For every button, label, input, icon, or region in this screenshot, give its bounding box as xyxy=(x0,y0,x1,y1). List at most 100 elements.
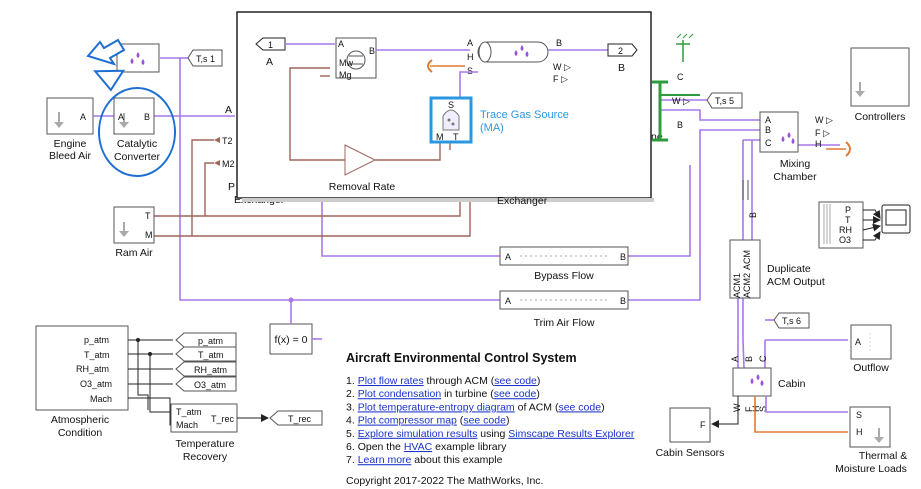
goto-t-rec[interactable]: T_rec xyxy=(269,410,323,426)
scope-icon[interactable] xyxy=(881,204,911,234)
info-link[interactable]: Learn more xyxy=(358,454,412,466)
cabin-sensors-block[interactable]: F Cabin Sensors xyxy=(656,407,725,459)
goto-rh-atm[interactable]: RH_atm xyxy=(175,361,237,377)
svg-text:W ▷: W ▷ xyxy=(553,62,571,72)
svg-text:C: C xyxy=(765,138,772,148)
trace-gas-source-block[interactable]: S M T Trace Gas Source (MA) xyxy=(429,96,569,144)
info-text: ) xyxy=(601,401,605,413)
svg-text:ACM Output: ACM Output xyxy=(767,276,825,288)
info-text: through ACM ( xyxy=(424,375,495,387)
info-text: ) xyxy=(536,388,540,400)
svg-text:2: 2 xyxy=(618,46,623,56)
svg-text:1: 1 xyxy=(268,40,273,50)
info-link[interactable]: see code xyxy=(494,388,537,400)
removal-rate-gain[interactable]: Removal Rate xyxy=(329,144,396,193)
solver-configuration-block[interactable]: f(x) = 0 xyxy=(269,323,313,355)
info-list-item: 6. Open the HVAC example library xyxy=(346,441,507,453)
svg-text:A: A xyxy=(266,56,273,68)
svg-text:Removal Rate: Removal Rate xyxy=(329,181,396,193)
info-list: 1. Plot flow rates through ACM (see code… xyxy=(346,375,635,466)
ram-air-block[interactable]: T M Ram Air xyxy=(113,206,155,259)
info-list-item: 3. Plot temperature-entropy diagram of A… xyxy=(346,401,605,413)
goto-t-atm[interactable]: T_atm xyxy=(175,346,237,362)
svg-text:S: S xyxy=(758,406,768,412)
svg-text:H: H xyxy=(856,427,863,437)
duplicate-acm-output-block[interactable]: ACM ACM1 ACM2 Duplicate ACM Output xyxy=(729,239,825,299)
subsystem-popup: 1 A A B Mw Mg Removal Rate A xyxy=(236,11,654,202)
info-list-item: 7. Learn more about this example xyxy=(346,454,503,466)
info-text: using xyxy=(477,428,508,440)
svg-text:Outflow: Outflow xyxy=(853,362,889,374)
info-panel: Aircraft Environmental Control System 1.… xyxy=(346,351,635,487)
info-item-number: 3. xyxy=(346,401,358,413)
sensor-bus-block[interactable]: P T RH O3 xyxy=(818,201,864,249)
goto-p-atm[interactable]: p_atm xyxy=(175,332,237,348)
svg-text:B: B xyxy=(144,112,150,122)
engine-bleed-air-block[interactable]: A Engine Bleed Air xyxy=(46,97,94,162)
svg-text:Mach: Mach xyxy=(176,420,198,430)
atmospheric-condition-block[interactable]: p_atm T_atm RH_atm O3_atm Mach Atmospher… xyxy=(35,325,129,439)
info-link[interactable]: Simscape Results Explorer xyxy=(508,428,635,440)
svg-text:M: M xyxy=(436,132,444,142)
exchanger-right-label: Exchanger xyxy=(497,195,548,207)
info-link[interactable]: Plot condensation xyxy=(358,388,442,400)
svg-text:A: A xyxy=(505,296,511,306)
outport-2[interactable]: 2 B xyxy=(607,43,638,74)
svg-text:M: M xyxy=(145,230,153,240)
svg-text:RH_atm: RH_atm xyxy=(76,364,109,374)
svg-text:W: W xyxy=(732,403,742,412)
engine-bleed-air-label-1: Engine xyxy=(54,138,87,150)
svg-text:S: S xyxy=(856,410,862,420)
cabin-block[interactable]: A B C W F H S Cabin xyxy=(730,355,806,412)
svg-text:B: B xyxy=(677,120,683,130)
svg-text:Cabin: Cabin xyxy=(778,378,806,390)
info-link[interactable]: Plot flow rates xyxy=(358,375,424,387)
outflow-block[interactable]: A Outflow xyxy=(850,324,892,374)
svg-text:B: B xyxy=(620,296,626,306)
bypass-flow-block[interactable]: A B Bypass Flow xyxy=(499,246,629,282)
svg-text:Controllers: Controllers xyxy=(855,111,906,123)
svg-text:Mg: Mg xyxy=(339,70,352,80)
controllers-block[interactable]: Controllers xyxy=(850,47,910,123)
pipe-block[interactable]: A B H S xyxy=(467,38,562,76)
svg-text:Duplicate: Duplicate xyxy=(767,263,811,275)
svg-text:T_atm: T_atm xyxy=(198,350,224,360)
info-link[interactable]: see code xyxy=(494,375,537,387)
catalytic-converter-block[interactable]: A B Catalytic Converter xyxy=(113,97,161,163)
dehumidifier-block[interactable]: A B Mw Mg xyxy=(335,37,377,80)
port-t2: T2 xyxy=(222,136,233,146)
engine-bleed-air-label-2: Bleed Air xyxy=(49,150,92,162)
info-list-item: 2. Plot condensation in turbine (see cod… xyxy=(346,388,540,400)
exchanger-left-prefix: P xyxy=(228,181,235,193)
svg-text:p_atm: p_atm xyxy=(198,336,223,346)
svg-text:H: H xyxy=(751,406,761,413)
info-link[interactable]: Explore simulation results xyxy=(358,428,478,440)
info-title: Aircraft Environmental Control System xyxy=(346,351,577,365)
info-link[interactable]: Plot compressor map xyxy=(358,415,457,427)
svg-text:ACM: ACM xyxy=(742,250,752,270)
goto-ts5[interactable]: T,s 5 xyxy=(706,92,743,109)
info-link[interactable]: Plot temperature-entropy diagram xyxy=(358,401,515,413)
turbine-partial-label: ne xyxy=(651,131,663,143)
inport-1[interactable]: 1 A xyxy=(255,37,286,68)
svg-text:C: C xyxy=(677,72,684,82)
info-list-item: 1. Plot flow rates through ACM (see code… xyxy=(346,375,540,387)
svg-text:T_atm: T_atm xyxy=(84,350,110,360)
info-link[interactable]: see code xyxy=(463,415,506,427)
info-link[interactable]: HVAC xyxy=(404,441,433,453)
info-link[interactable]: see code xyxy=(558,401,601,413)
temperature-recovery-block[interactable]: T_atm Mach T_rec Temperature Recovery xyxy=(170,403,238,463)
svg-text:Mixing: Mixing xyxy=(780,158,811,170)
svg-text:B: B xyxy=(369,46,375,56)
goto-o3-atm[interactable]: O3_atm xyxy=(175,376,237,392)
trace-gas-label-1: Trace Gas Source xyxy=(480,109,569,121)
mixing-chamber-block[interactable]: A B C W ▷ F ▷ H Mixing Chamber xyxy=(759,111,833,183)
goto-ts6[interactable]: T,s 6 xyxy=(773,312,810,329)
thermal-moisture-loads-block[interactable]: S H Thermal & Moisture Loads xyxy=(835,406,907,475)
svg-text:F: F xyxy=(700,420,706,430)
droplets-icon xyxy=(130,52,145,65)
goto-ts1[interactable]: T,s 1 xyxy=(187,49,223,67)
svg-text:Mach: Mach xyxy=(90,394,112,404)
down-arrow-icon xyxy=(119,222,129,237)
trim-air-flow-block[interactable]: A B Trim Air Flow xyxy=(499,290,629,329)
